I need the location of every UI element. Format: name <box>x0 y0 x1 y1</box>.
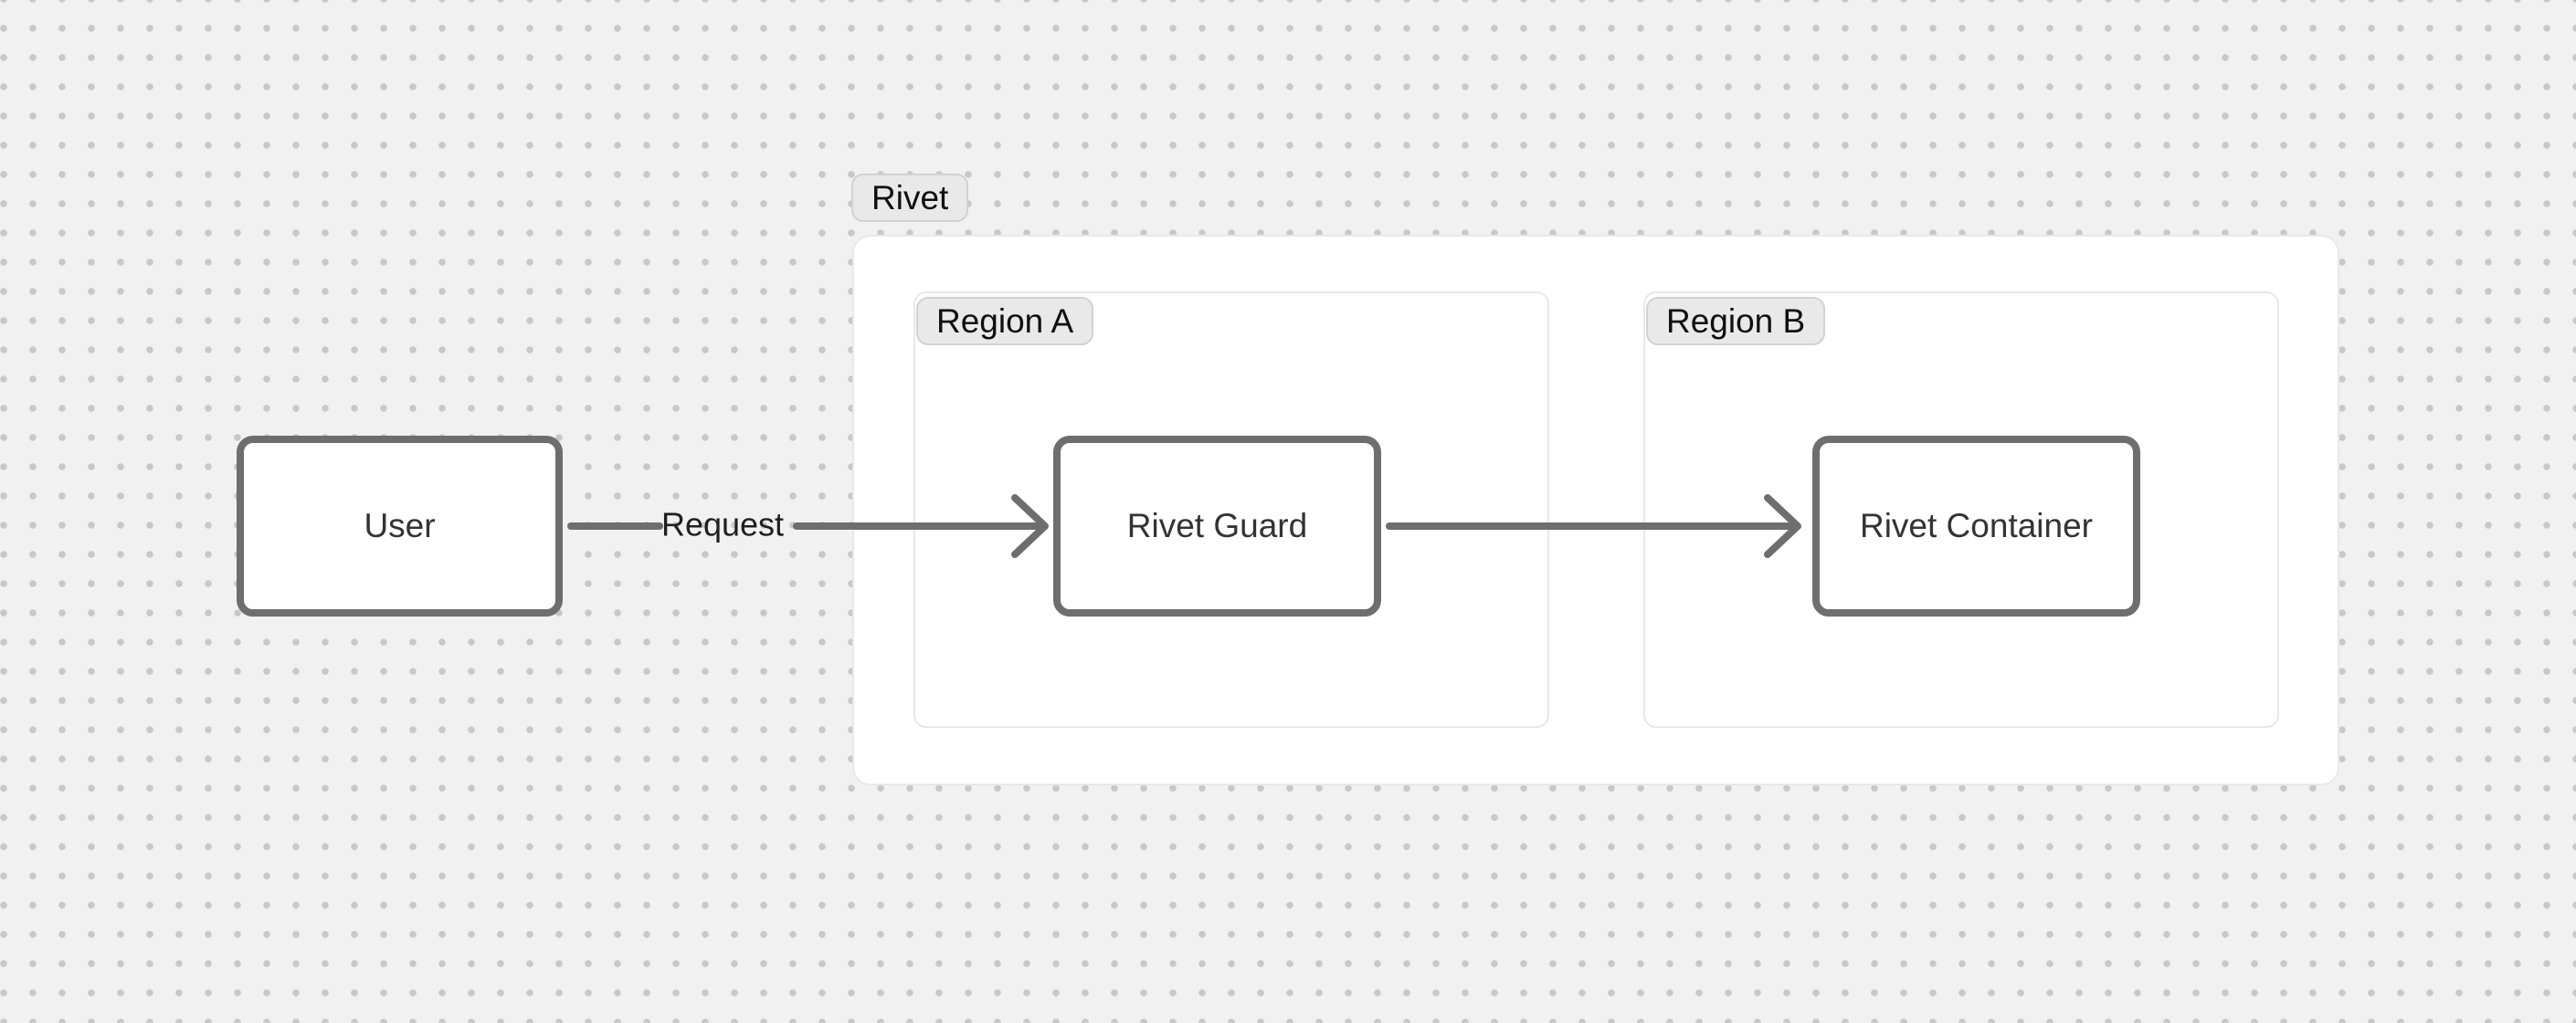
node-rivet-guard[interactable]: Rivet Guard <box>1053 436 1381 617</box>
region-a-label: Region A <box>936 301 1074 340</box>
node-user[interactable]: User <box>237 436 563 617</box>
arrowhead-container <box>1764 494 1801 558</box>
node-rivet-container[interactable]: Rivet Container <box>1812 436 2140 617</box>
edge-user-to-guard[interactable] <box>567 494 1049 558</box>
arrowhead-guard <box>1011 494 1049 558</box>
rivet-group-label: Rivet <box>871 178 949 216</box>
node-rivet-container-label: Rivet Container <box>1859 507 2093 544</box>
node-rivet-guard-label: Rivet Guard <box>1126 507 1308 544</box>
edge-guard-to-container[interactable] <box>1386 494 1801 558</box>
region-b-label: Region B <box>1666 301 1806 340</box>
edge-request-label[interactable]: Request <box>660 505 785 543</box>
region-a-badge[interactable]: Region A <box>916 297 1094 345</box>
rivet-group-badge[interactable]: Rivet <box>851 174 969 222</box>
region-b-badge[interactable]: Region B <box>1646 297 1826 345</box>
node-user-label: User <box>364 507 436 544</box>
